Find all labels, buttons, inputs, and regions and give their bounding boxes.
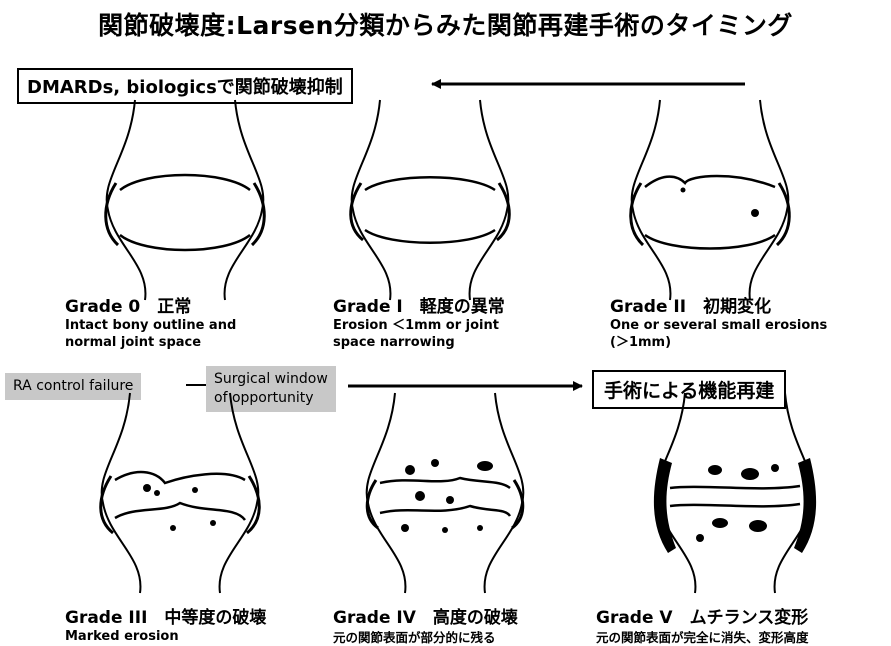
grade-2-title: Grade II 初期変化 [610,292,827,317]
grade-1-title: Grade I 軽度の異常 [333,292,505,317]
grade-4-title: Grade IV 高度の破壊 [333,603,518,628]
grade-4-label: Grade IV 高度の破壊 元の関節表面が部分的に残る [333,603,518,646]
grade-1-desc-1: Erosion ＜1mm or joint [333,317,505,334]
grade-2-desc-2: (＞1mm) [610,334,827,351]
grade-2-label: Grade II 初期変化 One or several small erosi… [610,292,827,351]
grade-5-label: Grade V ムチランス変形 元の関節表面が完全に消失、変形高度 [596,603,809,646]
grade-0-desc-1: Intact bony outline and [65,317,236,334]
joint-grade-0 [90,95,280,305]
joint-grade-2 [615,95,805,305]
joint-grade-4 [350,388,540,598]
grade-3-label: Grade III 中等度の破壊 Marked erosion [65,603,266,645]
grade-1-label: Grade I 軽度の異常 Erosion ＜1mm or joint spac… [333,292,505,351]
joint-grade-1 [335,95,525,305]
grade-0-label: Grade 0 正常 Intact bony outline and norma… [65,292,236,351]
grade-5-title: Grade V ムチランス変形 [596,603,809,628]
grade-0-desc-2: normal joint space [65,334,236,351]
grade-3-title: Grade III 中等度の破壊 [65,603,266,628]
grade-2-desc-1: One or several small erosions [610,317,827,334]
grade-1-desc-2: space narrowing [333,334,505,351]
surgical-window-line1: Surgical window [214,371,328,387]
grade-3-desc-1: Marked erosion [65,628,266,645]
joint-grade-5 [640,388,830,598]
grade-0-title: Grade 0 正常 [65,292,236,317]
joint-grade-3 [85,388,275,598]
